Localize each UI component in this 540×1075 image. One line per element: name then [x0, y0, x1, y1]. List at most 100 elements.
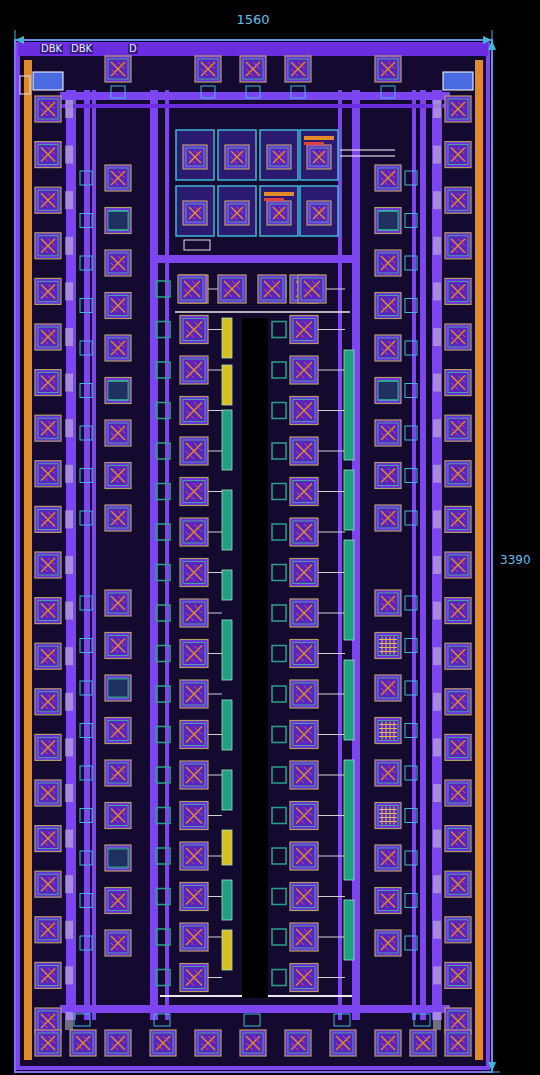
pad-cross [304, 929, 312, 937]
pad-opening [108, 59, 128, 79]
bond-pad [35, 370, 61, 396]
dimension-tick [15, 30, 16, 46]
esd-finger [436, 738, 437, 756]
pad-cross [41, 246, 48, 253]
pad-opening [293, 886, 315, 908]
pad-opening [293, 845, 315, 867]
esd-finger [436, 693, 437, 711]
pad-cross [189, 151, 201, 163]
pad-cross [451, 975, 458, 982]
pad-cross [451, 337, 458, 344]
via-block [334, 1014, 350, 1026]
pad-opening [378, 848, 398, 868]
pad-cross [246, 69, 253, 76]
pad-cross [41, 558, 55, 572]
pad-cross [451, 656, 458, 663]
esd-finger [434, 282, 435, 300]
pad-cross [48, 467, 55, 474]
pad-cross [451, 695, 465, 709]
esd-finger [68, 191, 69, 209]
via-block [80, 299, 92, 313]
bond-pad [445, 142, 471, 168]
metal-trace [208, 937, 222, 938]
metal-trace [318, 937, 345, 938]
pad-cross [246, 62, 260, 76]
pad-cross [118, 894, 125, 901]
via-block [405, 384, 417, 398]
esd-finger [436, 146, 437, 164]
bond-pad [218, 275, 246, 303]
pad-cross [304, 524, 312, 532]
pad-cross [451, 155, 458, 162]
pad-cross [224, 281, 240, 297]
pad-cross [296, 767, 312, 783]
pad-cross [296, 484, 312, 500]
pad-opening [108, 721, 128, 741]
pad-opening [413, 1033, 433, 1053]
esd-finger [438, 647, 439, 665]
pad-cross [304, 289, 312, 297]
pad-opening [38, 965, 58, 985]
pad-cross [451, 877, 465, 891]
esd-finger [68, 328, 69, 346]
bond-pad [267, 201, 291, 225]
pad-cross [111, 943, 118, 950]
pad-cross [41, 740, 55, 754]
esd-finger [434, 191, 435, 209]
esd-finger [70, 191, 71, 209]
bond-pad [290, 964, 318, 992]
via-block [80, 596, 92, 610]
pad-cross [451, 649, 465, 663]
esd-finger [438, 602, 439, 620]
pad-cross [451, 786, 465, 800]
pad-opening [293, 440, 315, 462]
pad-cross [156, 1036, 170, 1050]
pad-cross [111, 476, 118, 483]
bond-pad [307, 145, 331, 169]
pad-cross [458, 284, 465, 291]
pad-opening [378, 508, 398, 528]
esd-finger [436, 921, 437, 939]
esd-finger [68, 875, 69, 893]
pad-cross [381, 62, 395, 76]
pad-cross [189, 213, 195, 219]
pad-cross [111, 69, 118, 76]
cell-outline [156, 322, 170, 338]
pad-opening [378, 636, 398, 656]
pad-cross [194, 767, 202, 775]
esd-finger [434, 237, 435, 255]
bond-pad [35, 1030, 61, 1056]
pad-cross [186, 322, 202, 338]
bond-pad [105, 165, 131, 191]
power-bus [165, 90, 169, 1020]
pad-cross [381, 894, 395, 908]
esd-finger [434, 100, 435, 118]
bond-pad [290, 559, 318, 587]
pad-cross [388, 469, 395, 476]
pad-cross [111, 639, 125, 653]
pad-cross [118, 511, 125, 518]
pad-cross [381, 171, 395, 185]
pad-opening [293, 400, 315, 422]
via-block [80, 851, 92, 865]
bond-pad [178, 275, 206, 303]
pad-cross [118, 724, 125, 731]
metal-trace [208, 856, 222, 857]
pad-cross [41, 930, 48, 937]
bond-pad [267, 145, 291, 169]
metal-trace [264, 198, 284, 201]
capacitor-bar [344, 540, 354, 640]
esd-finger [434, 738, 435, 756]
pad-cross [41, 1014, 55, 1028]
esd-finger [70, 830, 71, 848]
esd-finger [434, 921, 435, 939]
esd-finger [438, 966, 439, 984]
pad-cross [451, 102, 465, 116]
pad-cross [273, 207, 285, 219]
pad-cross [313, 151, 325, 163]
metal-trace [318, 370, 345, 371]
pad-cross [118, 62, 125, 69]
pad-cross [186, 451, 194, 459]
cell-outline [272, 767, 286, 783]
cell-outline [272, 970, 286, 986]
